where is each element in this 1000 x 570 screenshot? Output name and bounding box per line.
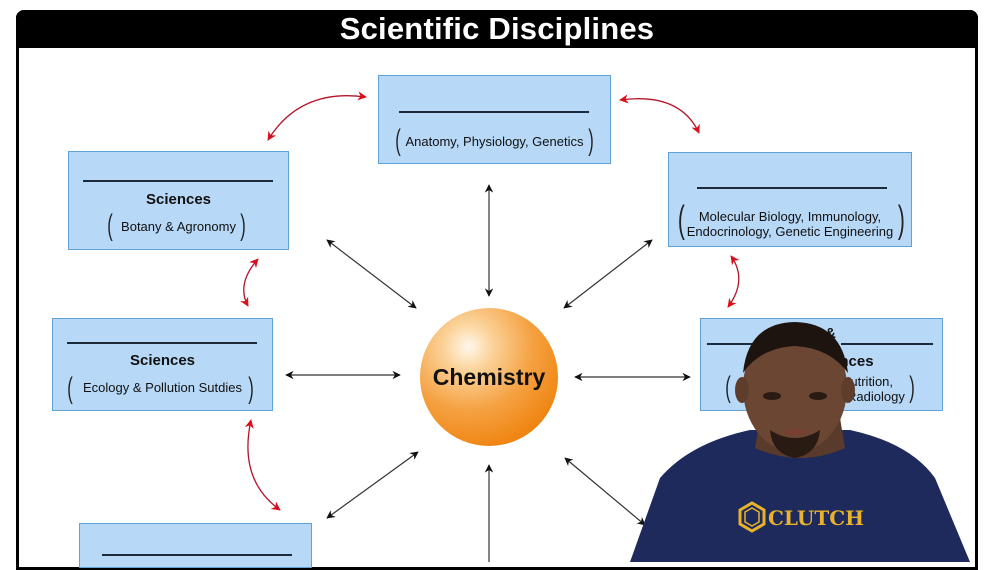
chemistry-sphere: Chemistry — [420, 308, 558, 446]
blank-line — [697, 187, 887, 189]
box-upper-right-subtitle-2: Endocrinology, Genetic Engineering — [686, 224, 894, 239]
close-paren: ) — [240, 209, 246, 242]
blank-line — [83, 180, 273, 182]
open-paren: ( — [725, 371, 731, 404]
box-middle-left: Sciences ( Ecology & Pollution Sutdies ) — [52, 318, 273, 411]
close-paren: ) — [897, 199, 905, 241]
clutch-logo-icon — [738, 501, 766, 533]
open-paren: ( — [67, 372, 73, 405]
presenter-video-overlay: CLUTCH — [630, 322, 970, 562]
box-upper-left-heading: Sciences — [145, 191, 212, 208]
open-paren: ( — [107, 209, 113, 242]
box-top: ( Anatomy, Physiology, Genetics ) — [378, 75, 611, 164]
chemistry-label: Chemistry — [432, 363, 546, 390]
box-middle-right-subtitle-2: Radiology — [847, 389, 905, 404]
box-upper-right-subtitle-1: Molecular Biology, Immunology, — [698, 209, 882, 224]
close-paren: ) — [248, 372, 254, 405]
close-paren: ) — [588, 124, 594, 157]
title-text: Scientific Disciplines — [339, 11, 655, 46]
open-paren: ( — [677, 199, 685, 241]
close-paren: ) — [909, 371, 915, 404]
blank-line — [67, 342, 257, 344]
blank-line — [399, 111, 589, 113]
blank-line — [102, 554, 292, 556]
box-upper-left: Sciences ( Botany & Agronomy ) — [68, 151, 289, 250]
page-title: Scientific Disciplines — [16, 10, 978, 48]
box-top-subtitle: Anatomy, Physiology, Genetics — [405, 134, 584, 149]
blank-line-right — [841, 343, 933, 345]
box-upper-left-subtitle: Botany & Agronomy — [121, 219, 236, 234]
box-middle-left-subtitle: Ecology & Pollution Sutdies — [83, 380, 242, 395]
box-bottom-left — [79, 523, 312, 568]
open-paren: ( — [395, 124, 401, 157]
box-middle-left-heading: Sciences — [129, 352, 196, 369]
box-upper-right: ( Molecular Biology, Immunology, Endocri… — [668, 152, 912, 247]
shirt-text: CLUTCH — [768, 506, 864, 530]
box-middle-right-connector: & — [825, 325, 836, 342]
